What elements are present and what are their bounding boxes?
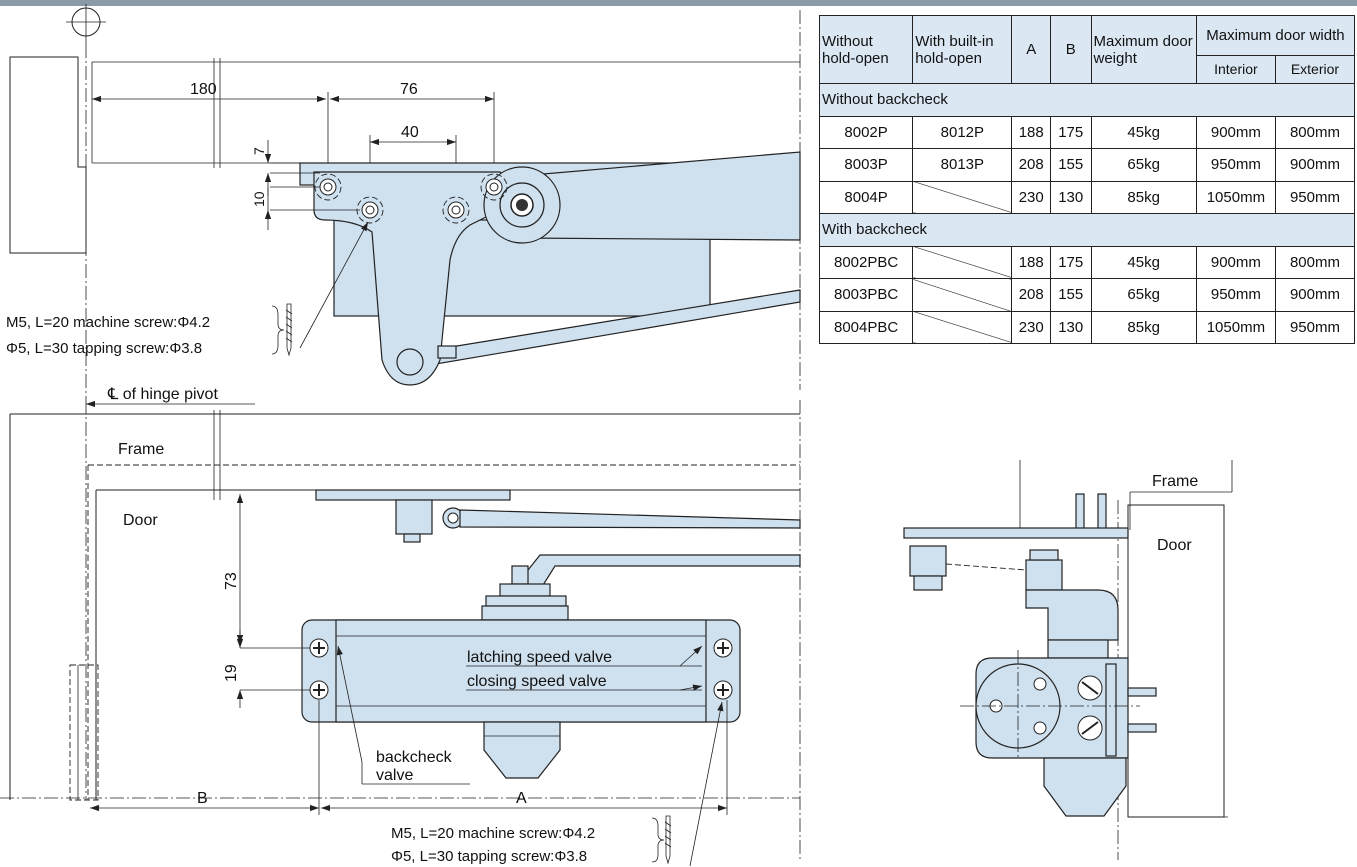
- table-row: 8004PBC 230 130 85kg 1050mm 950mm: [818, 310, 1356, 344]
- cell-not-available: [912, 180, 1013, 214]
- header-with-hold-open: With built-in hold-open: [912, 15, 1013, 84]
- group-without-backcheck: Without backcheck: [819, 83, 1355, 117]
- cell-a: 208: [1011, 148, 1051, 182]
- cell-weight: 65kg: [1090, 148, 1197, 182]
- dim-7-label: 7: [251, 147, 267, 155]
- dim-10-label: 10: [251, 191, 267, 207]
- cell-interior: 900mm: [1195, 115, 1276, 149]
- top-view: 180 76 40: [6, 4, 801, 400]
- dim-76-label: 76: [400, 81, 418, 98]
- cell-not-available: [912, 278, 1013, 312]
- screw-icon: [664, 815, 672, 865]
- header-max-width: Maximum door width: [1195, 15, 1356, 56]
- header-a: A: [1011, 15, 1051, 84]
- cell-model: 8002P: [818, 115, 914, 149]
- cell-interior: 1050mm: [1195, 310, 1276, 344]
- frame-section: [9, 56, 87, 254]
- dim-b-label: B: [197, 790, 208, 807]
- cell-hold-open-model: 8013P: [912, 148, 1013, 182]
- cell-interior: 1050mm: [1195, 180, 1276, 214]
- cell-model: 8003P: [818, 148, 914, 182]
- front-screw-note-2: Φ5, L=30 tapping screw:Φ3.8: [391, 848, 587, 865]
- cell-b: 155: [1049, 148, 1092, 182]
- front-main-arm: [519, 554, 801, 591]
- cell-a: 230: [1011, 180, 1051, 214]
- cell-not-available: [912, 245, 1013, 279]
- top-screw-note-1: M5, L=20 machine screw:Φ4.2: [6, 314, 210, 331]
- header-exterior: Exterior: [1274, 55, 1356, 84]
- cell-weight: 45kg: [1090, 115, 1197, 149]
- header-without-hold-open: Without hold-open: [818, 15, 914, 84]
- side-view: Frame Door: [903, 460, 1233, 860]
- side-spring-cap: [1043, 757, 1127, 817]
- top-screw-note-2: Φ5, L=30 tapping screw:Φ3.8: [6, 340, 202, 357]
- cell-weight: 85kg: [1090, 310, 1197, 344]
- cell-model: 8004PBC: [818, 310, 914, 344]
- front-screw-note-1: M5, L=20 machine screw:Φ4.2: [391, 825, 595, 842]
- plate-holes: [314, 173, 508, 224]
- cell-exterior: 900mm: [1274, 148, 1356, 182]
- latching-valve-label: latching speed valve: [467, 649, 612, 666]
- cell-model: 8002PBC: [818, 245, 914, 279]
- cell-a: 188: [1011, 245, 1051, 279]
- specification-table: Without hold-open With built-in hold-ope…: [818, 15, 1356, 344]
- cell-b: 155: [1049, 278, 1092, 312]
- cell-b: 130: [1049, 180, 1092, 214]
- front-forearm: [459, 509, 801, 529]
- closing-valve-label: closing speed valve: [467, 673, 607, 690]
- backcheck-label-2: valve: [376, 767, 413, 784]
- dim-40-label: 40: [401, 124, 419, 141]
- cell-interior: 900mm: [1195, 245, 1276, 279]
- hinge-pivot-mark: [66, 4, 106, 44]
- cell-model: 8003PBC: [818, 278, 914, 312]
- dim-73-label: 73: [223, 572, 240, 590]
- table-row: 8002PBC 188 175 45kg 900mm 800mm: [818, 245, 1356, 279]
- spring-cap: [483, 721, 561, 779]
- cell-exterior: 800mm: [1274, 245, 1356, 279]
- front-frame-label: Frame: [118, 441, 164, 458]
- cell-interior: 950mm: [1195, 148, 1276, 182]
- cell-exterior: 800mm: [1274, 115, 1356, 149]
- cell-b: 175: [1049, 115, 1092, 149]
- cell-b: 130: [1049, 310, 1092, 344]
- side-arm: [1025, 589, 1119, 641]
- group-with-backcheck: With backcheck: [819, 213, 1355, 247]
- cell-not-available: [912, 310, 1013, 344]
- cell-interior: 950mm: [1195, 278, 1276, 312]
- cell-b: 175: [1049, 245, 1092, 279]
- front-mounting-plate: [315, 489, 511, 501]
- front-door-label: Door: [123, 512, 158, 529]
- cell-weight: 85kg: [1090, 180, 1197, 214]
- hinge-pivot-label: ℄ of hinge pivot: [107, 386, 218, 403]
- side-frame-label: Frame: [1152, 473, 1198, 490]
- header-max-weight: Maximum door weight: [1090, 15, 1197, 84]
- header-interior: Interior: [1195, 55, 1276, 84]
- cell-hold-open-model: 8012P: [912, 115, 1013, 149]
- cell-a: 188: [1011, 115, 1051, 149]
- dim-a-label: A: [516, 790, 527, 807]
- cell-exterior: 900mm: [1274, 278, 1356, 312]
- backcheck-label-1: backcheck: [376, 749, 453, 766]
- cell-weight: 45kg: [1090, 245, 1197, 279]
- side-door-label: Door: [1157, 537, 1192, 554]
- cell-a: 230: [1011, 310, 1051, 344]
- side-plate: [903, 527, 1129, 539]
- header-b: B: [1049, 15, 1092, 84]
- cell-exterior: 950mm: [1274, 310, 1356, 344]
- cell-a: 208: [1011, 278, 1051, 312]
- screw-icon: [285, 303, 293, 357]
- top-border-bar: [0, 0, 1357, 6]
- cell-weight: 65kg: [1090, 278, 1197, 312]
- dim-180-label: 180: [190, 81, 217, 98]
- front-view: ℄ of hinge pivot Frame Door: [0, 386, 801, 867]
- dim-19-label: 19: [223, 664, 240, 682]
- cell-exterior: 950mm: [1274, 180, 1356, 214]
- cell-model: 8004P: [818, 180, 914, 214]
- table-row: 8002P 8012P 188 175 45kg 900mm 800mm: [818, 115, 1356, 149]
- table-row: 8003P 8013P 208 155 65kg 950mm 900mm: [818, 148, 1356, 182]
- table-row: 8003PBC 208 155 65kg 950mm 900mm: [818, 278, 1356, 312]
- table-row: 8004P 230 130 85kg 1050mm 950mm: [818, 180, 1356, 214]
